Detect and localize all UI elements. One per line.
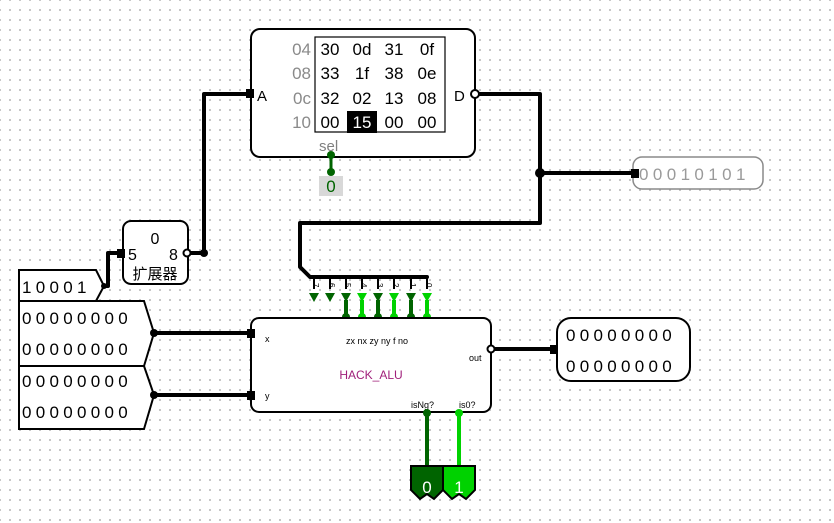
ram-grid-frame — [314, 36, 446, 133]
control-arrow — [373, 293, 383, 302]
sel-constant-box[interactable] — [319, 176, 343, 196]
alu-controls-label: zx nx zy ny f no — [346, 336, 408, 346]
control-arrow — [406, 293, 416, 302]
junction-dot — [535, 168, 545, 178]
wire-address — [185, 92, 253, 255]
ram-cell[interactable]: 00 — [385, 113, 404, 132]
probe-pin — [631, 169, 639, 178]
ram-cell-highlight — [347, 111, 377, 133]
is0-led-value: 1 — [454, 478, 463, 497]
extender-out-pin — [182, 248, 192, 258]
ram-cell[interactable]: 0f — [420, 40, 434, 59]
input-5bit[interactable]: 10001 — [18, 269, 107, 302]
splitter-index: 5 — [343, 283, 352, 288]
sel-pin — [327, 151, 335, 159]
x-input[interactable]: 00000000 00000000 — [18, 300, 158, 367]
output-row1: 00000000 — [566, 326, 676, 345]
alu-out-pin — [486, 344, 496, 354]
junction-dot — [200, 249, 208, 257]
control-splitter: 7 6 5 4 3 2 1 0 — [309, 277, 433, 321]
ram-address: 04 — [292, 40, 311, 59]
ram-cell[interactable]: 0d — [353, 40, 372, 59]
splitter-index: 6 — [327, 283, 336, 288]
input-5bit-pin — [101, 283, 107, 289]
alu-out-label: out — [469, 353, 482, 363]
ram-cell[interactable]: 02 — [353, 89, 372, 108]
sel-pin-bottom — [327, 168, 335, 176]
ram-cell[interactable]: 31 — [385, 40, 404, 59]
splitter-index: 4 — [359, 283, 368, 288]
extender-label: 扩展器 — [132, 265, 177, 283]
port-a-label: A — [257, 88, 267, 105]
ram-cell[interactable]: 32 — [321, 89, 340, 108]
extender-in-pin — [117, 249, 125, 258]
isng-led[interactable]: 0 — [410, 465, 444, 501]
y-input-row1: 00000000 — [22, 372, 132, 391]
port-d-label: D — [454, 88, 465, 105]
output-pin — [550, 345, 558, 354]
isng-pin — [423, 409, 431, 417]
y-input-pin — [150, 391, 158, 399]
y-input[interactable]: 00000000 00000000 — [18, 365, 158, 430]
ram-cell[interactable]: 00 — [418, 113, 437, 132]
is0-pin — [455, 409, 463, 417]
splitter-index: 2 — [391, 283, 400, 288]
input-5bit-value: 10001 — [22, 278, 91, 297]
wire-data-out — [472, 92, 635, 175]
control-arrow — [309, 293, 319, 302]
ram-cell[interactable]: 38 — [385, 64, 404, 83]
extender-out-width: 8 — [169, 247, 178, 264]
ram-cell[interactable]: 1f — [355, 64, 369, 83]
is0-led[interactable]: 1 — [442, 465, 476, 501]
probe-value: 00010101 — [639, 165, 750, 184]
x-input-row2: 00000000 — [22, 340, 132, 359]
control-arrow — [325, 293, 335, 302]
port-d-pin[interactable] — [470, 89, 480, 99]
alu-is0-label: is0? — [459, 400, 476, 410]
control-arrow — [422, 293, 432, 302]
x-input-pin — [150, 329, 158, 337]
control-arrow — [389, 293, 399, 302]
sel-label: sel — [319, 138, 338, 155]
ram-cell[interactable]: 15 — [353, 113, 372, 132]
isng-led-value: 0 — [422, 478, 431, 497]
control-arrow — [341, 293, 351, 302]
alu-isng-label: isNg? — [411, 400, 434, 410]
ram-cell[interactable]: 33 — [321, 64, 340, 83]
x-input-row1: 00000000 — [22, 309, 132, 328]
splitter-index: 3 — [375, 283, 384, 288]
alu-x-label: x — [265, 334, 270, 344]
ram-cell[interactable]: 0e — [418, 64, 437, 83]
ram-cell[interactable]: 08 — [418, 89, 437, 108]
output-row2: 00000000 — [566, 357, 676, 376]
control-arrow — [357, 293, 367, 302]
splitter-index: 0 — [424, 283, 433, 288]
port-a-pin[interactable] — [246, 89, 254, 98]
ram-rows: 04 30 0d 31 0f 08 33 1f 38 0e 0c 32 02 13 08 10 00 15 00 00 — [292, 40, 436, 133]
splitter-index: 7 — [311, 283, 320, 288]
alu-name: HACK_ALU — [339, 368, 402, 382]
extender-in-width: 5 — [128, 247, 137, 264]
hack-alu[interactable]: x y zx nx zy ny f no out HACK_ALU isNg? … — [247, 317, 496, 413]
alu-y-pin — [247, 391, 255, 400]
alu-y-label: y — [265, 391, 270, 401]
splitter-index: 1 — [408, 283, 417, 288]
y-input-row2: 00000000 — [22, 403, 132, 422]
ram-address: 08 — [292, 64, 311, 83]
sel-constant-value: 0 — [326, 177, 335, 196]
extender-top: 0 — [151, 231, 160, 248]
alu-x-pin — [247, 329, 255, 338]
ram-cell[interactable]: 00 — [321, 113, 340, 132]
alu-output-display[interactable]: 00000000 00000000 — [550, 317, 691, 382]
data-probe[interactable]: 00010101 — [631, 156, 764, 190]
ram-cell[interactable]: 13 — [385, 89, 404, 108]
bit-extender[interactable]: 0 5 8 扩展器 — [117, 220, 192, 285]
ram-address: 10 — [292, 113, 311, 132]
ram-cell[interactable]: 30 — [321, 40, 340, 59]
ram-address: 0c — [293, 89, 311, 108]
